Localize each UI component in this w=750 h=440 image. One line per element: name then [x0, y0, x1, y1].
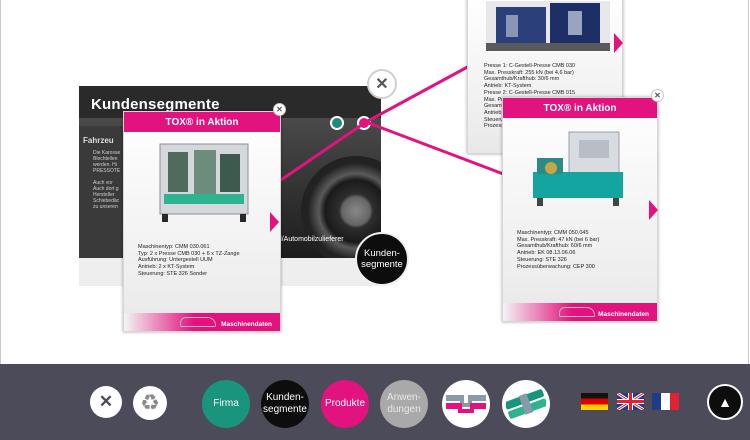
panel-text-line: zu unseren	[93, 204, 118, 210]
spec-line: Max. Presskraft: 255 kN (bei 4,6 bar)	[484, 69, 574, 76]
kundensegmente-label: Kunden-segmente	[263, 392, 307, 415]
next-arrow-icon[interactable]	[614, 33, 623, 53]
spec-line: Gesamthub/Krafthub: 60/6 mm	[517, 243, 593, 250]
product-card-c: TOX® in Aktion Maschinentyp: CMM 050.045…	[502, 97, 658, 322]
card-header: TOX® in Aktion	[503, 98, 657, 118]
spec-line: Antrieb: 2 x KT-System	[138, 264, 195, 271]
spec-line: Prozessüberwachung: CEP 300	[517, 263, 595, 270]
produkte-label: Produkte	[324, 398, 366, 409]
spec-line: Presse 1: C-Gestell-Presse CMB 030	[484, 63, 576, 69]
arrow-up-icon[interactable]: ▲	[707, 384, 743, 420]
close-icon[interactable]: ✕	[90, 386, 122, 418]
right-edge-line	[748, 0, 749, 364]
union-jack-icon	[617, 393, 644, 410]
car-icon	[559, 307, 595, 317]
spec-line: Maschinentyp: CMM 050.045	[517, 230, 589, 236]
machine-data-link[interactable]: Maschinendaten	[598, 311, 649, 318]
connector-line-b	[365, 62, 474, 124]
panel-text-line: PRESSOTE	[93, 168, 121, 174]
panel-text-line: Die Karosse	[93, 150, 121, 156]
flag-english-icon[interactable]	[617, 393, 644, 410]
recycle-icon[interactable]: ♻	[133, 386, 167, 420]
spec-line: Ausführung: Untergestell UUM	[138, 257, 213, 264]
close-icon[interactable]: ✕	[367, 69, 397, 99]
firma-label: Firma	[213, 398, 239, 409]
car-icon	[180, 317, 216, 327]
panel-title: Kundensegmente	[91, 96, 220, 113]
left-edge-line	[0, 0, 1, 364]
produkte-button[interactable]: Produkte	[321, 380, 369, 428]
panel-text-line: Auch dort g	[93, 186, 119, 192]
image-caption: mobil/Automobilzulieferer	[265, 236, 344, 243]
spec-line: Prozessüb	[484, 123, 510, 130]
flag-german-icon[interactable]	[581, 393, 608, 410]
panel-text-line: Schiebedäc	[93, 198, 120, 204]
card-footer[interactable]: Maschinendaten	[124, 313, 280, 331]
anwendungen-label: Anwen-dungen	[387, 392, 421, 415]
spec-line: Typ: 2 x Presse CMB 030 + 6 x TZ-Zange	[138, 250, 240, 257]
card-header: TOX® in Aktion	[124, 112, 280, 132]
spec-line: Gesamthub/Krafthub: 30/6 mm	[484, 76, 560, 83]
close-icon[interactable]: ✕	[273, 103, 286, 116]
anwendungen-button[interactable]: Anwen-dungen	[380, 380, 428, 428]
kundensegmente-bubble[interactable]: Kunden-segmente	[355, 232, 409, 286]
spec-line: Antrieb: KT-System	[484, 83, 532, 90]
card-footer[interactable]: Maschinendaten	[503, 303, 657, 321]
spec-line: Steuerung	[484, 116, 510, 123]
close-icon[interactable]: ✕	[651, 89, 664, 102]
bar-product-button[interactable]	[502, 380, 550, 428]
firma-button[interactable]: Firma	[202, 380, 250, 428]
hotspot-green[interactable]	[330, 116, 344, 130]
product-card-a: TOX® in Aktion Maschinentyp: CMM 030.061…	[123, 111, 281, 332]
spec-line: Maschinentyp: CMM 030.061	[138, 244, 210, 250]
connector-line-a	[271, 120, 367, 188]
spec-line: Steuerung: STE 326	[517, 256, 567, 263]
panel-subtitle: Fahrzeu	[83, 136, 114, 145]
spec-line: Gesamthub/	[484, 103, 514, 110]
machine-image	[159, 143, 249, 222]
clinching-joint-icon	[446, 395, 486, 413]
spec-line: Steuerung: STE 326 Sonder	[138, 270, 208, 277]
spec-line: Antrieb:	[484, 109, 503, 116]
kundensegmente-bubble-label: Kunden-segmente	[361, 248, 403, 270]
spec-line: Max. Presskraft: 47 kN (bei 6 bar)	[517, 236, 600, 243]
panel-text-line: Auch vor	[93, 180, 113, 186]
clinching-joint-button[interactable]	[442, 380, 490, 428]
panel-text-line: werden. Hi	[93, 162, 117, 168]
connector-line-c	[365, 120, 507, 177]
next-arrow-icon[interactable]	[270, 212, 279, 232]
next-arrow-icon[interactable]	[649, 200, 658, 220]
machine-data-link[interactable]: Maschinendaten	[221, 321, 272, 328]
flag-french-icon[interactable]	[652, 393, 679, 410]
spec-line: Antrieb: EK 08.13.06.06	[517, 250, 576, 257]
spec-line: Presse 2: C-Gestell-Presse CMB 015	[484, 89, 576, 96]
panel-text-line: Blechteilen	[93, 156, 118, 162]
card-c-specs: Maschinentyp: CMM 050.045 Max. Presskraf…	[517, 230, 599, 270]
panel-text-line: Hersteller	[93, 192, 115, 198]
machine-image	[533, 131, 623, 206]
bottom-toolbar: ✕ ♻ Firma Kunden-segmente Produkte Anwen…	[0, 364, 750, 440]
bar-product-icon	[506, 389, 546, 419]
machine-image	[486, 1, 610, 51]
card-a-specs: Maschinentyp: CMM 030.061 Typ: 2 x Press…	[138, 244, 240, 278]
kundensegmente-button[interactable]: Kunden-segmente	[261, 380, 309, 428]
